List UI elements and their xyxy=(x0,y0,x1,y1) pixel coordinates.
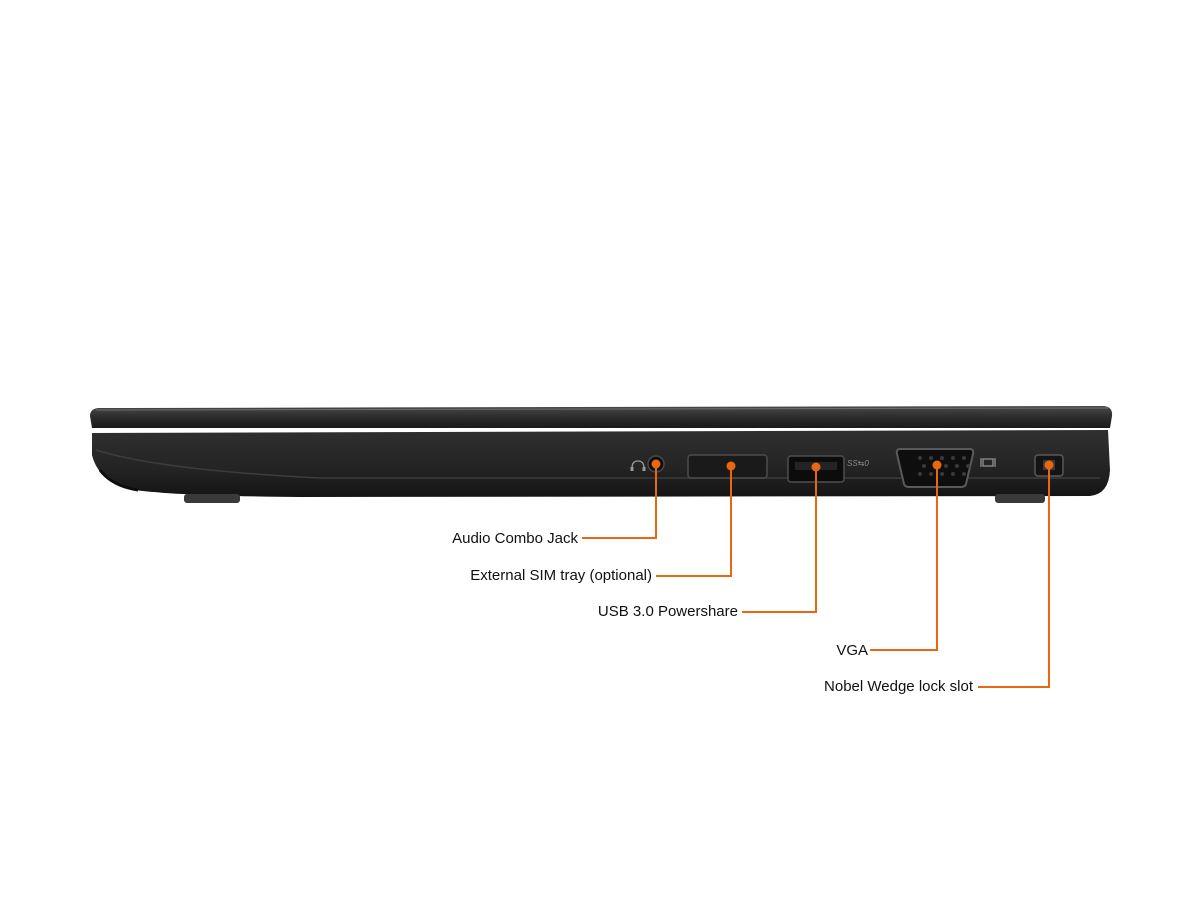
vga-pin xyxy=(944,464,948,468)
nobel-wedge-lock-slot-callout-dot xyxy=(1044,460,1054,470)
vga-pin xyxy=(966,464,970,468)
external-sim-tray-leader-line xyxy=(656,466,732,577)
laptop-base xyxy=(92,430,1110,497)
base-front-curve xyxy=(98,469,139,492)
vga-pin xyxy=(955,464,959,468)
vga-pin xyxy=(918,456,922,460)
vga-pin xyxy=(922,464,926,468)
headset-icon xyxy=(630,460,646,471)
vga-pin xyxy=(962,472,966,476)
monitor-icon xyxy=(980,458,996,467)
vga-pin xyxy=(962,456,966,460)
right-rubber-foot xyxy=(995,494,1045,503)
left-rubber-foot xyxy=(184,494,240,503)
external-sim-tray-callout-dot xyxy=(726,461,736,471)
label-audio-combo-jack: Audio Combo Jack xyxy=(452,530,578,547)
usb-ss-marking: SS⇆0 xyxy=(847,459,869,468)
vga-port-leader-line xyxy=(870,465,938,651)
label-external-sim-tray: External SIM tray (optional) xyxy=(470,567,652,584)
usb-3-powershare-leader-line xyxy=(742,467,817,613)
vga-pin xyxy=(940,456,944,460)
label-usb-3-powershare: USB 3.0 Powershare xyxy=(597,603,738,620)
callout-leader-lines xyxy=(582,459,1054,688)
label-vga: VGA xyxy=(836,642,868,659)
vga-pin xyxy=(918,472,922,476)
laptop-lid xyxy=(90,406,1113,428)
nobel-wedge-lock-slot-leader-line xyxy=(978,465,1050,688)
vga-pin xyxy=(940,472,944,476)
audio-combo-jack-leader-line xyxy=(582,464,657,539)
vga-pin xyxy=(951,472,955,476)
vga-port-callout-dot xyxy=(932,460,942,470)
audio-combo-jack-callout-dot xyxy=(651,459,661,469)
vga-pin xyxy=(951,456,955,460)
vga-pin xyxy=(929,472,933,476)
base-crease-line xyxy=(95,449,1100,479)
vga-pin xyxy=(929,456,933,460)
lid-edge-highlight xyxy=(95,407,1109,411)
usb-3-powershare-callout-dot xyxy=(811,462,821,472)
label-nobel-wedge-lock-slot: Nobel Wedge lock slot xyxy=(824,678,973,695)
